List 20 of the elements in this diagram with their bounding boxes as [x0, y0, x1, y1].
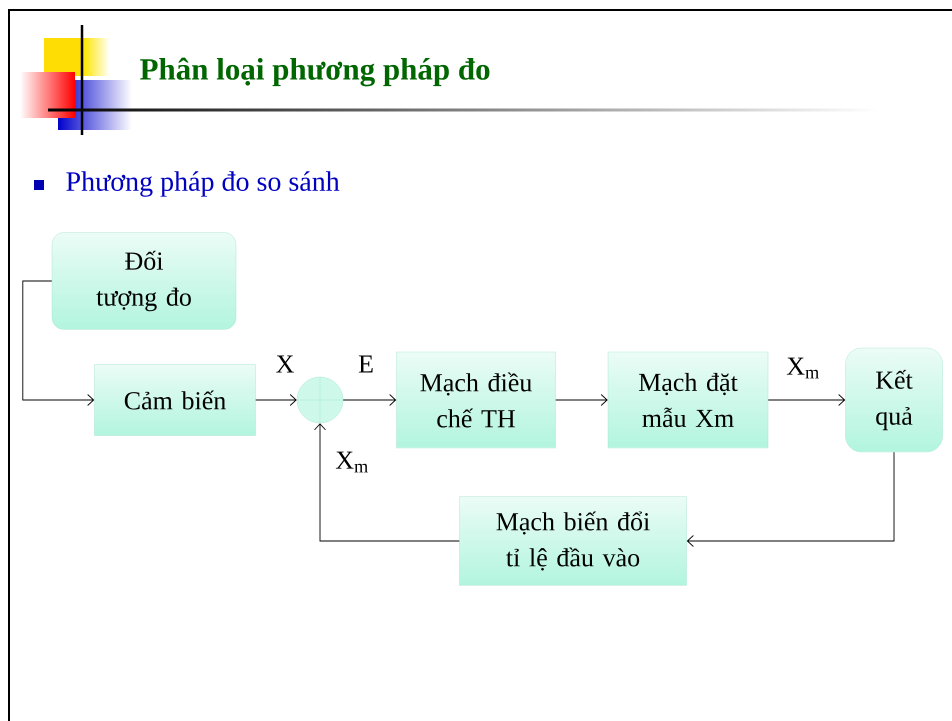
object-box: Đối tượng đo — [52, 232, 236, 330]
summing-junction — [296, 376, 344, 424]
edge-label: E — [357, 354, 375, 374]
arrow — [314, 423, 460, 542]
bullet-text: Phương pháp đo so sánh — [66, 171, 340, 197]
edge-label: X$_{m}$ — [785, 356, 821, 380]
arrow — [768, 394, 846, 406]
arrow — [555, 394, 608, 406]
process-box: Mạch đặt mẫu Xm — [608, 352, 768, 448]
edge-label: X$_{m}$ — [334, 450, 370, 474]
slide-title: Phân loại phương pháp đo — [140, 58, 490, 86]
arrow — [342, 394, 396, 406]
arrow — [686, 452, 894, 547]
process-box: Cảm biến — [94, 364, 256, 436]
process-box: Mạch điều chế TH — [396, 352, 556, 448]
arrow — [255, 394, 297, 406]
process-box: Mạch biến đổi tỉ lệ đầu vào — [459, 496, 687, 586]
arrow — [22, 280, 94, 406]
edge-label: X — [274, 354, 296, 374]
result-box: Kết quả — [845, 348, 943, 452]
